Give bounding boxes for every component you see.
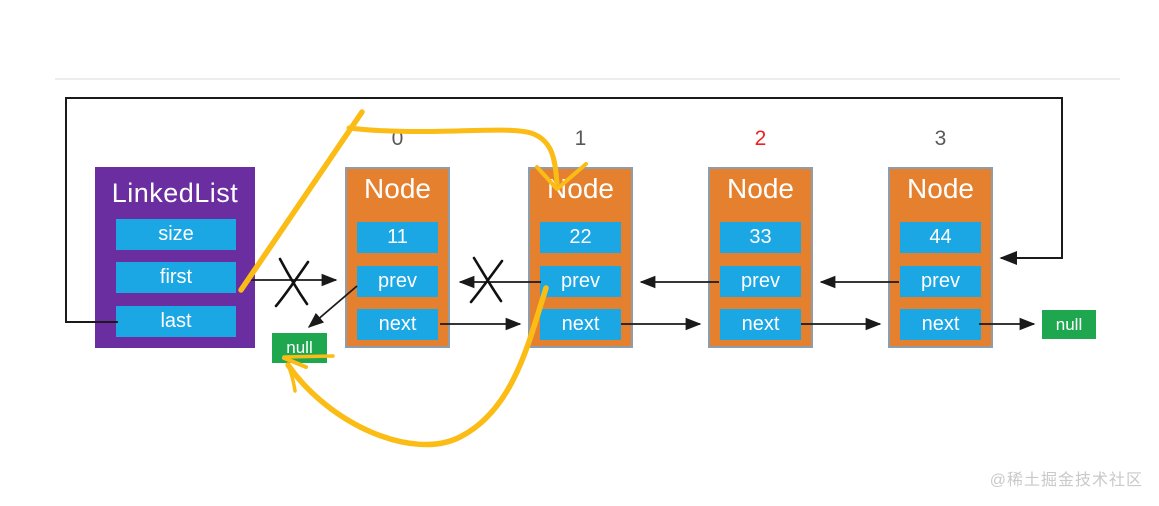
linkedlist-field-last: last xyxy=(116,306,236,337)
node-1-value: 22 xyxy=(540,222,621,253)
node-1-prev-field: prev xyxy=(540,266,621,297)
index-label-2: 2 xyxy=(754,127,767,150)
watermark-text: @稀土掘金技术社区 xyxy=(989,472,1143,489)
top-divider-line xyxy=(55,78,1120,80)
x-mark-first-arrow-stroke1 xyxy=(278,257,309,306)
index-label-3: 3 xyxy=(934,127,947,150)
node-2-prev-field: prev xyxy=(720,266,801,297)
linkedlist-box: LinkedList size first last xyxy=(95,167,255,348)
node-0-title: Node xyxy=(364,173,431,204)
index-label-0: 0 xyxy=(391,127,404,150)
node-2-next-field: next xyxy=(720,309,801,340)
node-0-next-field: next xyxy=(357,309,438,340)
x-mark-prev-arrow-stroke2 xyxy=(469,259,504,304)
annotation-first-to-node1-stroke xyxy=(238,109,365,293)
node-box-1: Node 22 prev next xyxy=(528,167,633,348)
node-0-value: 11 xyxy=(357,222,438,253)
linkedlist-field-size: size xyxy=(116,219,236,250)
node-2-value: 33 xyxy=(720,222,801,253)
node-0-prev-field: prev xyxy=(357,266,438,297)
node-2-title: Node xyxy=(727,173,794,204)
linkedlist-field-first: first xyxy=(116,262,236,293)
node-box-3: Node 44 prev next xyxy=(888,167,993,348)
node-3-prev-field: prev xyxy=(900,266,981,297)
annotation-null-arrow-tail xyxy=(287,365,297,393)
null-box-left: null xyxy=(272,333,327,363)
x-mark-prev-arrow-stroke1 xyxy=(472,256,503,303)
linkedlist-title: LinkedList xyxy=(111,178,239,208)
x-mark-first-arrow-stroke2 xyxy=(274,260,310,308)
node-3-next-field: next xyxy=(900,309,981,340)
node-1-title: Node xyxy=(547,173,614,204)
node-box-2: Node 33 prev next xyxy=(708,167,813,348)
node-3-value: 44 xyxy=(900,222,981,253)
node-3-title: Node xyxy=(907,173,974,204)
index-label-1: 1 xyxy=(574,127,587,150)
node-1-next-field: next xyxy=(540,309,621,340)
node-box-0: Node 11 prev next xyxy=(345,167,450,348)
null-box-right: null xyxy=(1042,310,1096,339)
